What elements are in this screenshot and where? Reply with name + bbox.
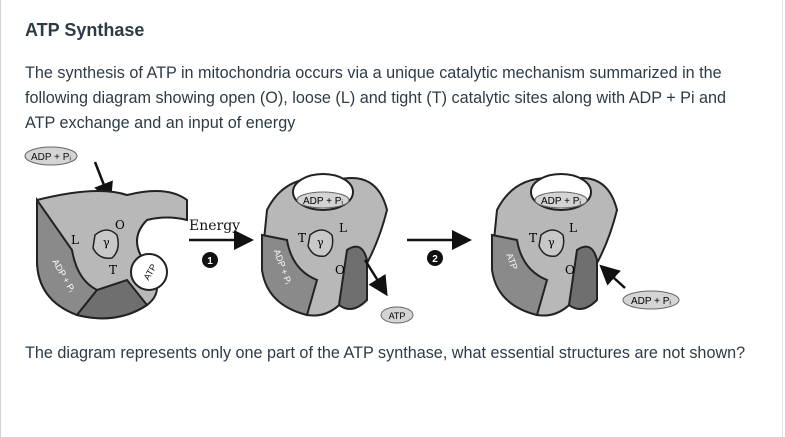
gamma-subunit-3 — [538, 229, 565, 258]
svg-text:2: 2 — [432, 254, 438, 265]
question-prompt: The diagram represents only one part of … — [25, 344, 746, 362]
gamma-subunit-1 — [92, 229, 119, 260]
svg-text:L: L — [339, 221, 347, 235]
svg-text:γ: γ — [548, 236, 555, 249]
adp-pi-label-start: ADP + Pᵢ — [24, 146, 78, 166]
svg-text:O: O — [115, 218, 125, 232]
svg-text:O: O — [335, 263, 345, 277]
atp-release-arrow — [363, 259, 388, 297]
question-text: The synthesis of ATP in mitochondria occ… — [25, 64, 727, 132]
atp-product-label: ATP — [380, 306, 414, 324]
question-title: ATP Synthase — [25, 20, 145, 40]
svg-text:ADP + Pᵢ: ADP + Pᵢ — [303, 196, 343, 207]
svg-text:T: T — [109, 263, 117, 277]
gamma-subunit-2 — [307, 229, 334, 258]
substrate-arrow-2 — [599, 264, 626, 289]
catalytic-complex-2: ADP + Pᵢ γ T L O ADP + Pᵢ — [260, 173, 389, 317]
step-1-marker — [202, 252, 218, 268]
svg-text:L: L — [71, 233, 79, 247]
step-2-marker — [427, 250, 443, 266]
svg-text:ADP + Pᵢ: ADP + Pᵢ — [541, 196, 581, 207]
svg-text:ATP: ATP — [389, 311, 406, 321]
atp-synthase-diagram: ADP + Pᵢ γ L O T ATP ADP + Pᵢ Energy 1 — [24, 146, 680, 324]
adp-pi-label-end: ADP + Pᵢ — [622, 290, 680, 310]
svg-text:T: T — [298, 231, 306, 245]
svg-text:ADP + Pᵢ: ADP + Pᵢ — [631, 296, 671, 307]
catalytic-complex-3: ADP + Pᵢ γ T L O ATP — [490, 173, 619, 317]
svg-text:T: T — [529, 231, 537, 245]
svg-text:ADP + Pᵢ: ADP + Pᵢ — [31, 152, 71, 163]
svg-text:1: 1 — [207, 256, 213, 267]
svg-text:γ: γ — [317, 236, 324, 249]
svg-text:O: O — [565, 263, 575, 277]
energy-label: Energy — [189, 218, 240, 234]
svg-text:γ: γ — [103, 236, 110, 249]
svg-text:L: L — [569, 221, 577, 235]
catalytic-complex-1: γ L O T ATP ADP + Pᵢ — [36, 190, 188, 320]
